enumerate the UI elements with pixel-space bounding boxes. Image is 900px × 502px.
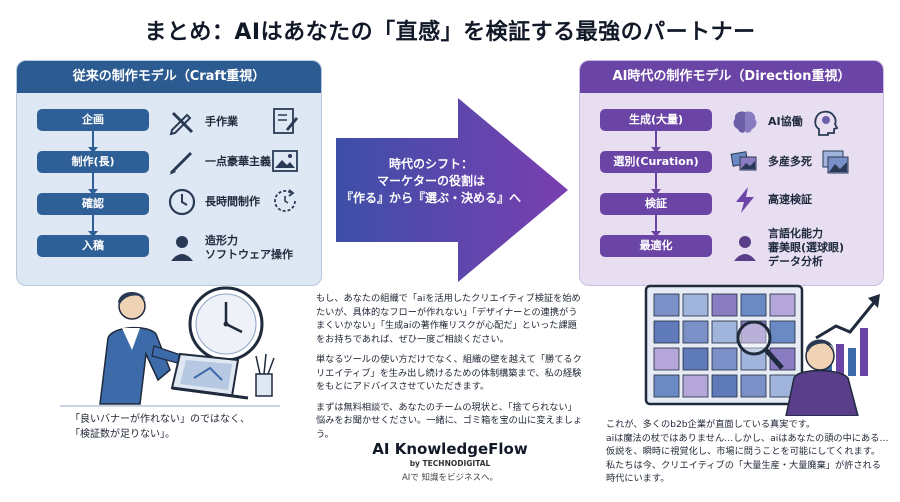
shift-line-2: マーケターの役割は [376,174,485,188]
grid-thumbnail [682,374,709,398]
grid-thumbnail [682,320,709,344]
feature-label: 多産多死 [768,155,812,168]
consultation-paragraph-2: 単なるツールの使い方だけでなく、組織の壁を越えて「勝てるクリエイティブ」を生み出… [316,354,582,392]
shift-line-3: 『作る』から『選ぶ・決める』へ [340,191,521,205]
feature-label: AI協働 [768,115,803,128]
feature-ai-collaboration: AI協働 [730,107,849,137]
person-icon [734,236,756,261]
brand-tagline: AIで 知識をビジネスへ。 [401,473,499,483]
grid-thumbnail [653,374,680,398]
feature-verbalization: 言語化能力 審美眼(選球眼) データ分析 [730,227,844,268]
flow-step-generation: 生成(大量) [600,109,712,131]
flow-arrow [88,215,98,237]
flow-arrow [651,131,661,153]
image-gallery-icon [822,150,849,174]
feature-label: 一点豪華主義 [205,155,271,168]
feature-manual-work: 手作業 [167,107,298,137]
feature-fast-verification: 高速検証 [730,185,812,215]
shift-line-1: 時代のシフト： [388,157,473,171]
grid-thumbnail [682,347,709,371]
flow-step-review: 確認 [37,193,149,215]
right-caption: これが、多くのb2b企業が直面している真実です。 aiは魔法の杖ではありません…… [606,419,889,484]
pencil-ruler-icon [169,111,194,136]
traditional-model-panel: 従来の制作モデル（Craft重視） 企画 制作(長) 確認 入稿 手作業 一点豪… [16,60,322,286]
grid-thumbnail [711,374,738,398]
ai-model-header: AI時代の制作モデル（Direction重視） [580,61,883,93]
brand-name: AI KnowledgeFlow [372,440,528,458]
page-title: まとめ：AIはあなたの「直感」を検証する最強のパートナー [144,20,756,45]
person-icon [171,236,193,261]
flow-arrow [88,131,98,153]
consultation-paragraph-3: まずは無料相談で、あなたのチームの現状と、「捨てられない」悩みをお聞かせください… [316,401,583,440]
brush-icon [169,151,193,175]
flow-step-curation: 選別(Curation) [600,151,712,173]
grid-thumbnail [769,320,796,344]
grid-thumbnail [740,293,767,317]
grid-thumbnail [711,293,738,317]
document-edit-icon [273,108,298,134]
clock-icon [168,188,196,216]
grid-thumbnail [711,320,738,344]
head-profile-icon [813,110,838,136]
feature-label: 長時間制作 [205,195,260,208]
feature-label: 手作業 [205,115,238,128]
feature-mass-production: 多産多死 [730,147,858,177]
ai-model-panel: AI時代の制作モデル（Direction重視） 生成(大量) 選別(Curati… [579,60,884,286]
refresh-clock-icon [274,189,296,212]
lightning-icon [736,187,754,213]
grid-thumbnail [653,293,680,317]
brand-block: AI KnowledgeFlow by TECHNODIGITAL AIで 知識… [316,440,584,483]
feature-label: 造形力 ソフトウェア操作 [205,234,293,261]
grid-thumbnail [740,374,767,398]
brain-icon [733,111,757,133]
grid-thumbnail [653,320,680,344]
flow-step-submission: 入稿 [37,235,149,257]
grid-thumbnail [711,347,738,371]
image-stack-icon [730,151,757,171]
shift-text: 時代のシフト： マーケターの役割は 『作る』から『選ぶ・決める』へ [336,156,526,207]
grid-thumbnail [769,293,796,317]
traditional-model-header: 従来の制作モデル（Craft重視） [17,61,321,93]
flow-step-production: 制作(長) [37,151,149,173]
feature-label: 言語化能力 審美眼(選球眼) データ分析 [768,227,845,268]
feature-modeling-skills: 造形力 ソフトウェア操作 [167,233,293,263]
designer-illustration [60,286,280,407]
feature-long-production: 長時間制作 [167,187,296,217]
grid-thumbnail [653,347,680,371]
flow-arrow [88,173,98,195]
flow-step-verification: 検証 [600,193,712,215]
shift-arrow [336,98,568,282]
brand-by: by TECHNODIGITAL [409,459,491,468]
flow-step-planning: 企画 [37,109,149,131]
flow-step-optimization: 最適化 [600,235,712,257]
image-frame-icon [272,150,298,172]
feature-label: 高速検証 [768,193,812,206]
flow-arrow [651,215,661,237]
consultation-text: もし、あなたの組織で「aiを活用したクリエイティブ検証を始めたいが、具体的なフロ… [316,292,584,448]
feature-single-masterpiece: 一点豪華主義 [167,147,298,177]
image-grid [653,293,796,398]
consultation-paragraph-1: もし、あなたの組織で「aiを活用したクリエイティブ検証を始めたいが、具体的なフロ… [316,293,581,345]
marketer-illustration [644,284,880,416]
flow-arrow [651,173,661,195]
left-caption: 「良いバナーが作れない」のではなく、 「検証数が足りない」。 [70,414,250,440]
grid-thumbnail [682,293,709,317]
